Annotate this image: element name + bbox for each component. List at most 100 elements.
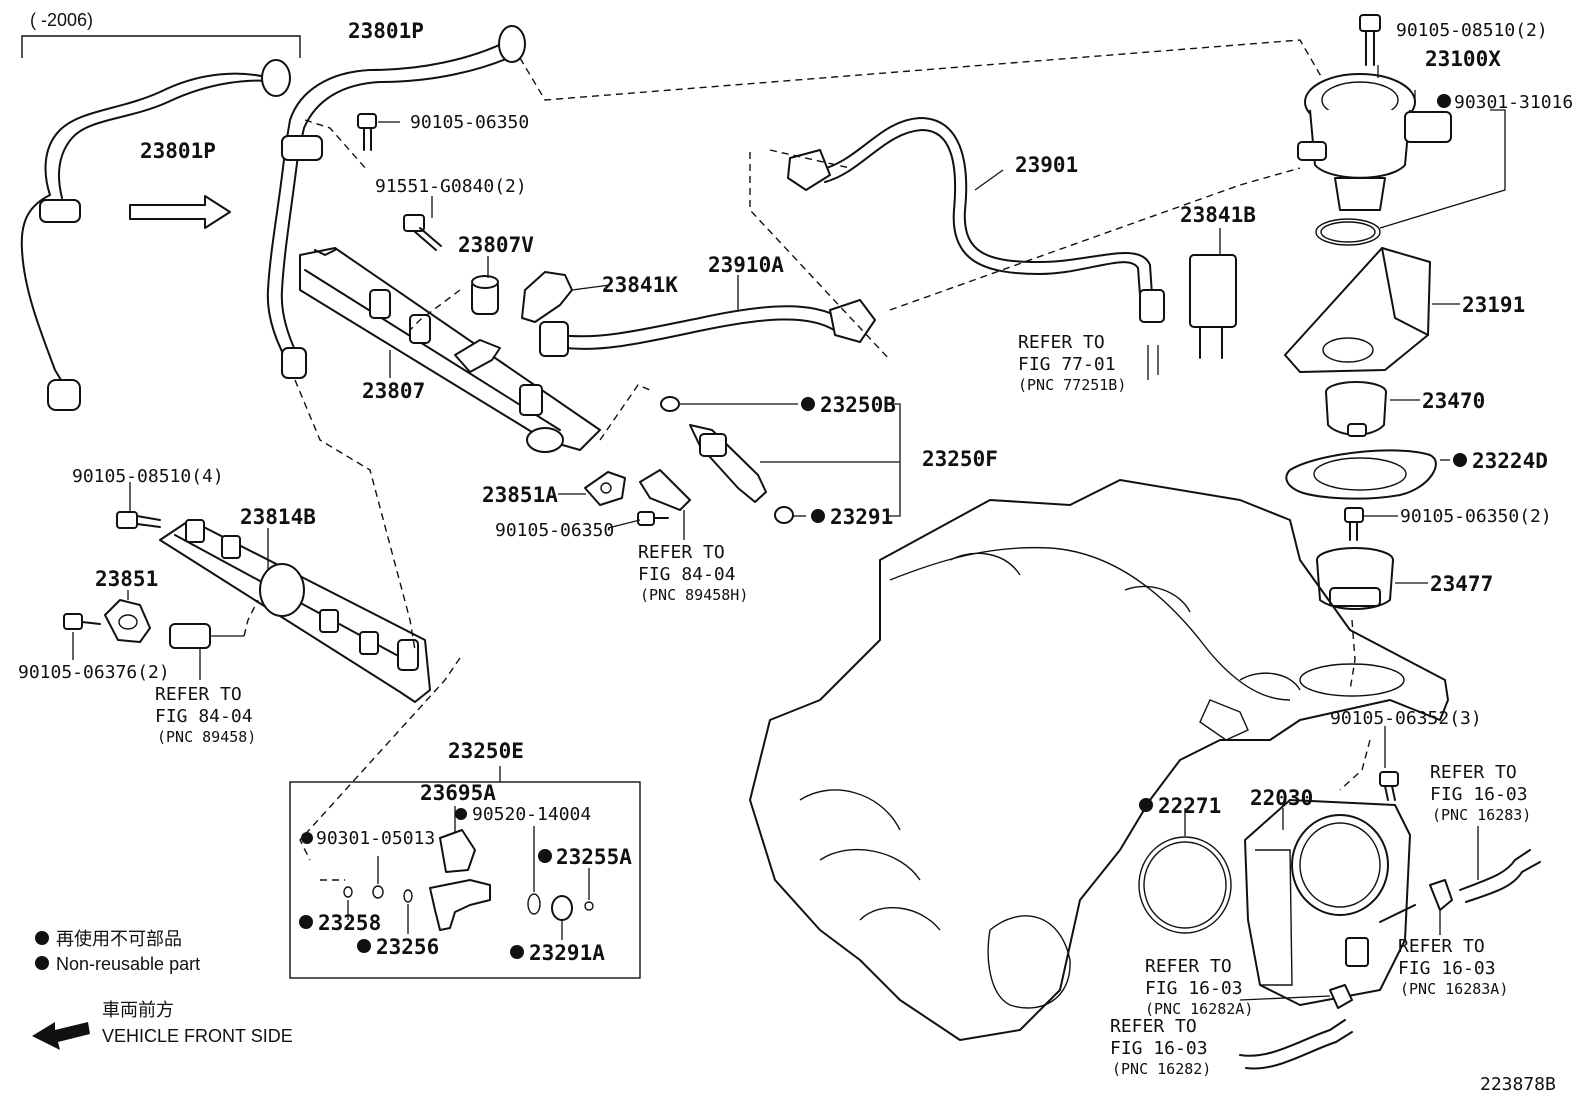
injector-23250F[interactable] xyxy=(660,396,794,524)
refer-77-line2[interactable]: FIG 77-01 xyxy=(1018,354,1116,375)
sensor-89458H[interactable] xyxy=(639,469,691,511)
fuel-pipe-23801P[interactable] xyxy=(266,25,526,379)
bolt-90105-06376[interactable] xyxy=(63,613,101,630)
bolt-90105-08510-2[interactable] xyxy=(1359,14,1381,66)
label-90301-05013[interactable]: 90301-05013 xyxy=(316,828,435,849)
bolt-90105-08510-4[interactable] xyxy=(116,511,161,529)
refer-16283A-line3[interactable]: (PNC 16283A) xyxy=(1400,980,1508,998)
hose-16283A[interactable] xyxy=(1379,904,1441,935)
label-23910A[interactable]: 23910A xyxy=(708,253,784,277)
clamp-23841K[interactable] xyxy=(521,271,573,323)
label-23801P-left[interactable]: 23801P xyxy=(140,139,216,163)
label-90105-06350-a[interactable]: 90105-06350 xyxy=(410,112,529,133)
label-90520-14004[interactable]: 90520-14004 xyxy=(472,804,591,825)
label-23255A[interactable]: 23255A xyxy=(556,845,632,869)
ring-23255A[interactable] xyxy=(584,901,594,911)
label-22271[interactable]: 22271 xyxy=(1158,794,1221,818)
label-90105-08510-2[interactable]: 90105-08510(2) xyxy=(1396,20,1548,41)
fuel-pump-23100X[interactable] xyxy=(1297,73,1452,211)
label-23258[interactable]: 23258 xyxy=(318,911,381,935)
refer-16283-line2[interactable]: FIG 16-03 xyxy=(1430,784,1528,805)
throttle-body-22030[interactable] xyxy=(1244,799,1411,1006)
label-23801P-top[interactable]: 23801P xyxy=(348,19,424,43)
hose-16283[interactable] xyxy=(1429,826,1541,911)
refer-16282A-line2[interactable]: FIG 16-03 xyxy=(1145,978,1243,999)
label-23250E[interactable]: 23250E xyxy=(448,739,524,763)
seal-23256[interactable] xyxy=(403,889,413,903)
label-23695A[interactable]: 23695A xyxy=(420,781,496,805)
label-23841K[interactable]: 23841K xyxy=(602,273,678,297)
bracket-23851A[interactable] xyxy=(584,471,626,506)
label-23901[interactable]: 23901 xyxy=(1015,153,1078,177)
label-23250F[interactable]: 23250F xyxy=(922,447,998,471)
bracket-23851[interactable] xyxy=(104,599,151,643)
label-22030[interactable]: 22030 xyxy=(1250,786,1313,810)
refer-84-line3[interactable]: (PNC 89458) xyxy=(157,728,256,746)
refer-84H-line1[interactable]: REFER TO xyxy=(638,542,725,563)
fuel-pipe-23801P-old[interactable] xyxy=(20,59,291,411)
bolt-91551[interactable] xyxy=(403,214,442,251)
hose-16282A[interactable] xyxy=(1239,984,1353,1009)
label-91551-G0840[interactable]: 91551-G0840(2) xyxy=(375,176,527,197)
label-23851A[interactable]: 23851A xyxy=(482,483,558,507)
label-23477[interactable]: 23477 xyxy=(1430,572,1493,596)
housing-23477[interactable] xyxy=(1316,547,1394,610)
refer-77-line3[interactable]: (PNC 77251B) xyxy=(1018,376,1126,394)
refer-16283-line1[interactable]: REFER TO xyxy=(1430,762,1517,783)
refer-84H-line2[interactable]: FIG 84-04 xyxy=(638,564,736,585)
refer-16283A-line2[interactable]: FIG 16-03 xyxy=(1398,958,1496,979)
label-90301-31016[interactable]: 90301-31016 xyxy=(1454,92,1573,113)
bracket-23191[interactable] xyxy=(1284,247,1431,373)
fuel-rail-23814B[interactable] xyxy=(159,519,431,703)
label-23291[interactable]: 23291 xyxy=(830,505,893,529)
refer-16282A-line3[interactable]: (PNC 16282A) xyxy=(1145,1000,1253,1018)
label-23470[interactable]: 23470 xyxy=(1422,389,1485,413)
fuel-hose-23901[interactable] xyxy=(787,117,1165,323)
fuel-rail-23807[interactable] xyxy=(299,247,601,453)
label-90105-06376[interactable]: 90105-06376(2) xyxy=(18,662,170,683)
label-23291A[interactable]: 23291A xyxy=(529,941,605,965)
refer-16282-line1[interactable]: REFER TO xyxy=(1110,1016,1197,1037)
refer-16283-line3[interactable]: (PNC 16283) xyxy=(1432,806,1531,824)
label-90105-06352[interactable]: 90105-06352(3) xyxy=(1330,708,1482,729)
clamp-23841B[interactable] xyxy=(1189,254,1237,359)
refer-84-line1[interactable]: REFER TO xyxy=(155,684,242,705)
bolt-90105-06350-a[interactable] xyxy=(357,113,377,151)
retainer-23695A[interactable] xyxy=(439,829,476,873)
seal-23258[interactable] xyxy=(343,886,353,898)
label-23250B[interactable]: 23250B xyxy=(820,393,896,417)
bolt-90105-06352[interactable] xyxy=(1379,726,1399,801)
refer-16283A-line1[interactable]: REFER TO xyxy=(1398,936,1485,957)
bolt-90105-06350-2[interactable] xyxy=(1344,507,1364,541)
label-23814B[interactable]: 23814B xyxy=(240,505,316,529)
insulator-23291A[interactable] xyxy=(551,895,573,921)
label-23807[interactable]: 23807 xyxy=(362,379,425,403)
label-90105-06350-b[interactable]: 90105-06350 xyxy=(495,520,614,541)
refer-84H-line3[interactable]: (PNC 89458H) xyxy=(640,586,748,604)
fuel-hose-23910A[interactable] xyxy=(539,299,876,357)
hose-16282[interactable] xyxy=(1239,1019,1353,1070)
spacer-23807V[interactable] xyxy=(471,275,499,315)
refer-77-line1[interactable]: REFER TO xyxy=(1018,332,1105,353)
gasket-23224D[interactable] xyxy=(1285,449,1437,500)
label-23256[interactable]: 23256 xyxy=(376,935,439,959)
label-23191[interactable]: 23191 xyxy=(1462,293,1525,317)
lifter-23470[interactable] xyxy=(1325,381,1387,437)
label-23100X[interactable]: 23100X xyxy=(1425,47,1501,71)
label-90105-08510-4[interactable]: 90105-08510(4) xyxy=(72,466,224,487)
label-90105-06350-2[interactable]: 90105-06350(2) xyxy=(1400,506,1552,527)
bolt-90105-06350-b[interactable] xyxy=(637,511,669,526)
label-23224D[interactable]: 23224D xyxy=(1472,449,1548,473)
refer-16282-line2[interactable]: FIG 16-03 xyxy=(1110,1038,1208,1059)
gasket-22271[interactable] xyxy=(1138,808,1232,934)
refer-16282-line3[interactable]: (PNC 16282) xyxy=(1112,1060,1211,1078)
label-23851[interactable]: 23851 xyxy=(95,567,158,591)
label-23841B[interactable]: 23841B xyxy=(1180,203,1256,227)
seal-90301-05013[interactable] xyxy=(372,885,384,899)
refer-16282A-line1[interactable]: REFER TO xyxy=(1145,956,1232,977)
refer-84-line2[interactable]: FIG 84-04 xyxy=(155,706,253,727)
injector-23250E-body[interactable] xyxy=(429,879,491,931)
sensor-89458[interactable] xyxy=(169,623,244,649)
label-23807V[interactable]: 23807V xyxy=(458,233,534,257)
o-ring-90520[interactable] xyxy=(527,893,541,915)
